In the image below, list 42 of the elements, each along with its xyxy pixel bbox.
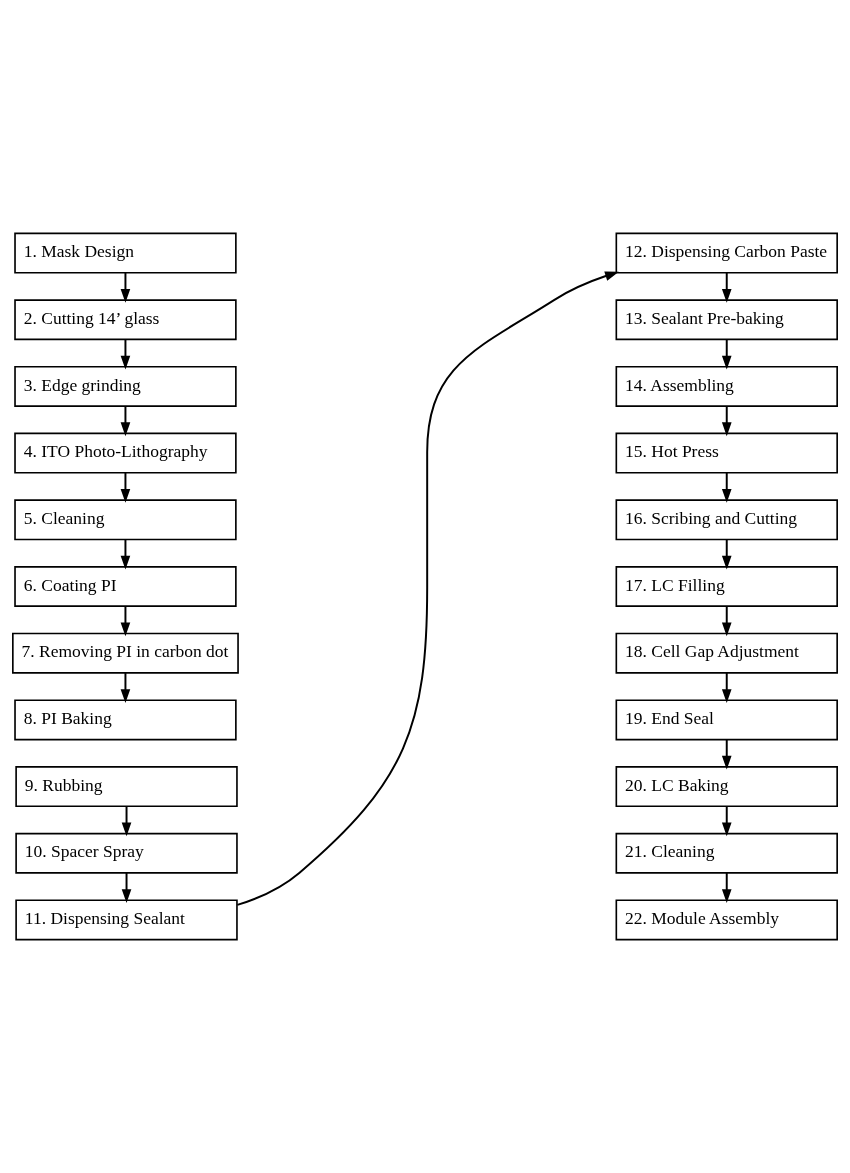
node-box: 16. Scribing and Cutting: [615, 499, 838, 541]
node-box: 20. LC Baking: [615, 766, 838, 808]
node-box: 4. ITO Photo-Lithography: [14, 432, 237, 474]
node-box: 19. End Seal: [615, 699, 838, 741]
node-box: 5. Cleaning: [14, 499, 237, 541]
arrow: [721, 538, 732, 570]
node-box: 2. Cutting 14’ glass: [14, 299, 237, 341]
node-box: 21. Cleaning: [615, 832, 838, 874]
arrow: [721, 805, 732, 837]
arrow: [721, 405, 732, 437]
arrow: [120, 671, 131, 703]
node-box: 22. Module Assembly: [615, 899, 838, 941]
node-box: 7. Removing PI in carbon dot: [12, 632, 239, 674]
node-box: 12. Dispensing Carbon Paste: [615, 232, 838, 274]
arrow: [721, 605, 732, 637]
arrow: [120, 538, 131, 570]
node-box: 6. Coating PI: [14, 566, 237, 607]
arrow: [721, 738, 732, 770]
arrow: [120, 405, 131, 437]
arrow: [721, 872, 732, 903]
node-box: 3. Edge grinding: [14, 365, 237, 407]
arrow: [721, 471, 732, 503]
arrow: [121, 872, 132, 903]
node-box: 18. Cell Gap Adjustment: [615, 632, 838, 674]
arrow: [721, 671, 732, 703]
node-box: 9. Rubbing: [15, 766, 238, 808]
arrow: [236, 271, 619, 906]
node-box: 8. PI Baking: [14, 699, 237, 741]
arrow: [721, 338, 732, 370]
node-box: 10. Spacer Spray: [15, 832, 238, 874]
arrow: [120, 338, 131, 370]
node-box: 13. Sealant Pre-baking: [615, 299, 838, 341]
node-box: 11. Dispensing Sealant: [15, 899, 238, 941]
node-box: 14. Assembling: [615, 365, 838, 407]
node-box: 17. LC Filling: [615, 566, 838, 607]
arrow: [721, 271, 732, 303]
arrow: [120, 605, 131, 637]
node-box: 15. Hot Press: [615, 432, 838, 474]
arrow: [120, 271, 131, 303]
arrow: [120, 471, 131, 503]
node-box: 1. Mask Design: [14, 232, 237, 274]
arrow: [121, 805, 132, 837]
